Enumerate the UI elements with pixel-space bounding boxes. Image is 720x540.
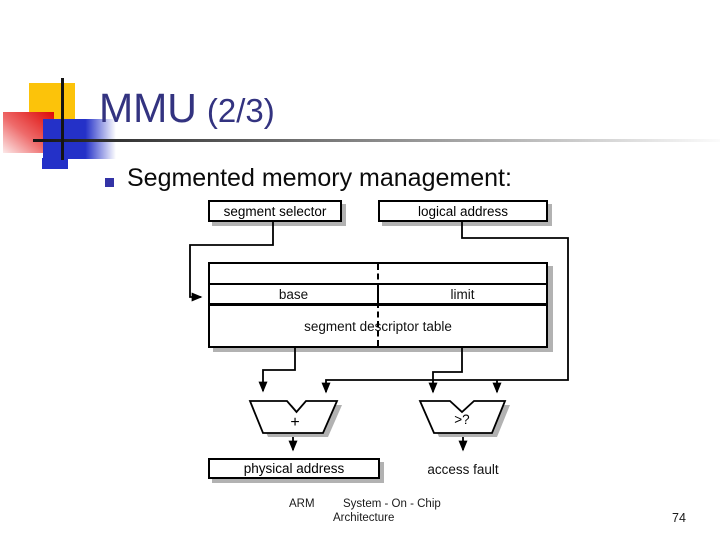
access-fault-label: access fault — [427, 462, 499, 477]
page-title-main: MMU — [99, 85, 197, 131]
segment-selector-box: segment selector — [208, 200, 342, 222]
physical-address-box: physical address — [208, 458, 380, 479]
wire-limit — [428, 348, 463, 394]
logo-vertical-line — [61, 78, 64, 160]
logo-blue-small-square — [42, 158, 68, 169]
title-underline-rule — [33, 139, 720, 142]
table-base-limit-row: base limit — [210, 283, 546, 306]
comparator-shape — [418, 400, 507, 434]
base-cell: base — [278, 286, 309, 302]
footer-center-line1: System - On - Chip — [343, 498, 441, 510]
logical-address-box: logical address — [378, 200, 548, 222]
footer-center-line2: Architecture — [333, 512, 395, 524]
page-number: 74 — [672, 511, 686, 525]
page-title-suffix: (2/3) — [206, 92, 275, 129]
bullet-text: Segmented memory management: — [127, 164, 512, 192]
bullet-icon — [105, 178, 114, 187]
adder-shape — [248, 400, 339, 434]
comparator-shadow — [425, 405, 510, 437]
limit-cell: limit — [377, 285, 546, 303]
segment-descriptor-table: base limit segment descriptor table — [208, 262, 548, 348]
adder-label: + — [290, 414, 299, 431]
comparator-label: >? — [454, 412, 469, 427]
adder-shadow — [255, 405, 342, 437]
wire-base — [258, 348, 296, 393]
page-title: MMU(2/3) — [99, 85, 275, 131]
footer-left: ARM — [289, 498, 315, 510]
